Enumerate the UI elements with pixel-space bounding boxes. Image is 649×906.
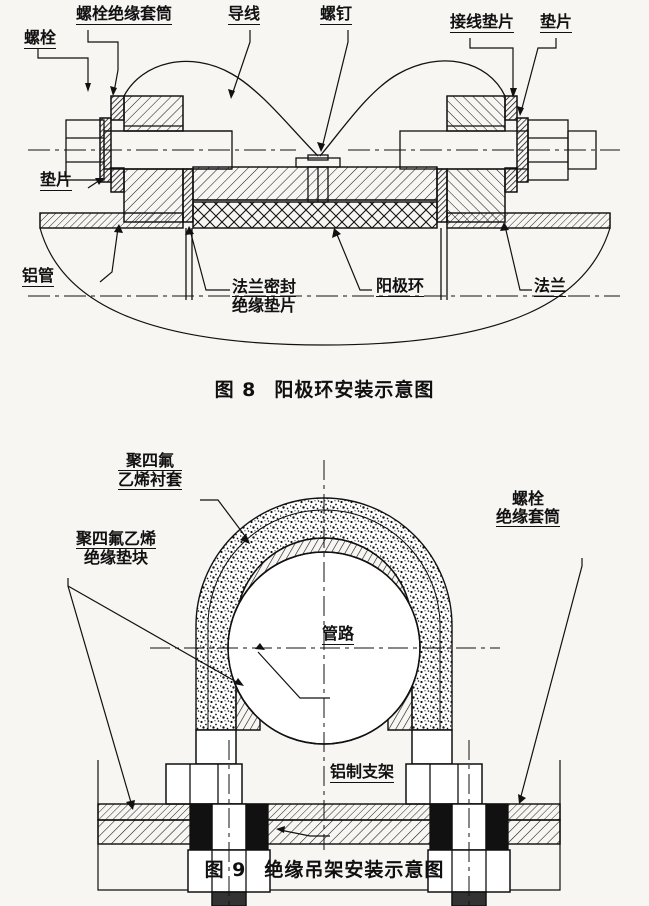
figure-8-caption-title: 阳极环安装示意图 <box>274 379 435 401</box>
figure-9-caption-number: 图 9 <box>204 859 247 881</box>
label-gasket-left: 垫片 <box>40 170 73 191</box>
label-ptfe-pad-line1: 聚四氟乙烯 <box>76 529 157 549</box>
label-flange-seal-line1: 法兰密封 <box>232 277 297 297</box>
label-aluminum-pipe: 铝管 <box>22 266 55 287</box>
label-bolt-sleeve-line2: 绝缘套筒 <box>496 506 561 527</box>
label-flange-seal-gasket: 法兰密封 绝缘垫片 <box>232 277 297 315</box>
label-gasket-right: 垫片 <box>540 12 573 33</box>
label-wire: 导线 <box>228 4 261 25</box>
label-ptfe-bushing: 聚四氟 乙烯衬套 <box>118 452 183 490</box>
label-flange-seal-line2: 绝缘垫片 <box>232 295 297 315</box>
label-aluminum-bracket: 铝制支架 <box>330 762 395 783</box>
label-ptfe-insulation-pad: 聚四氟乙烯 绝缘垫块 <box>76 529 157 567</box>
figure-9-drawing <box>67 460 583 906</box>
figure-9-caption-title: 绝缘吊架安装示意图 <box>264 859 445 881</box>
label-bolt-sleeve-line1: 螺栓 <box>512 489 545 508</box>
label-flange: 法兰 <box>534 276 567 297</box>
label-ptfe-bushing-line2: 乙烯衬套 <box>118 469 183 490</box>
label-anode-ring: 阳极环 <box>376 276 425 297</box>
figure-9: 聚四氟 乙烯衬套 聚四氟乙烯 绝缘垫块 螺栓 绝缘套筒 管路 铝制支架 图 9 绝… <box>0 430 649 906</box>
label-ptfe-pad-line2: 绝缘垫块 <box>84 547 149 567</box>
label-wiring-gasket: 接线垫片 <box>450 12 515 33</box>
figure-8-drawing <box>28 30 620 346</box>
label-ptfe-bushing-line1: 聚四氟 <box>118 452 183 471</box>
label-bolt-insulation-sleeve: 螺栓绝缘套筒 <box>76 4 173 25</box>
figure-9-caption: 图 9 绝缘吊架安装示意图 <box>0 855 649 882</box>
figure-8: 螺栓 螺栓绝缘套筒 导线 螺钉 接线垫片 垫片 垫片 铝管 法兰密封 绝缘垫片 … <box>0 0 649 420</box>
label-screw: 螺钉 <box>320 4 353 25</box>
figure-8-caption: 图 8 阳极环安装示意图 <box>0 375 649 402</box>
figure-8-caption-number: 图 8 <box>214 379 257 401</box>
label-bolt: 螺栓 <box>24 28 57 49</box>
label-bolt-insulation-sleeve-9: 螺栓 绝缘套筒 <box>496 489 561 527</box>
label-pipeline: 管路 <box>322 624 355 645</box>
